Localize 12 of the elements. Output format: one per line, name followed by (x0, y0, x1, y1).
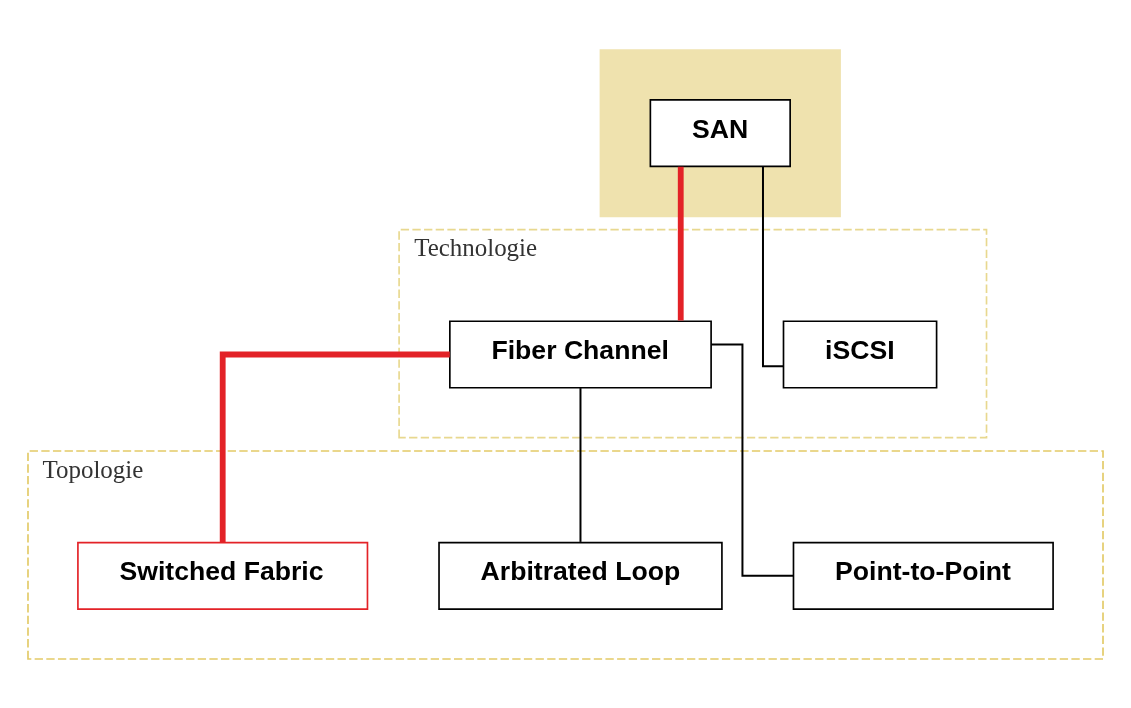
node-box: SAN (649, 98, 791, 167)
node-box: Switched Fabric (77, 541, 369, 610)
cluster (599, 48, 841, 217)
node-box: Fiber Channel (449, 319, 712, 389)
node-box: iSCSI (782, 319, 938, 389)
connector (219, 351, 450, 542)
connector (762, 165, 785, 367)
node-box: Point-to-Point (792, 541, 1054, 610)
connector (677, 166, 684, 321)
connector (579, 386, 582, 543)
node-box: Arbitrated Loop (438, 541, 723, 610)
connector (710, 343, 795, 577)
